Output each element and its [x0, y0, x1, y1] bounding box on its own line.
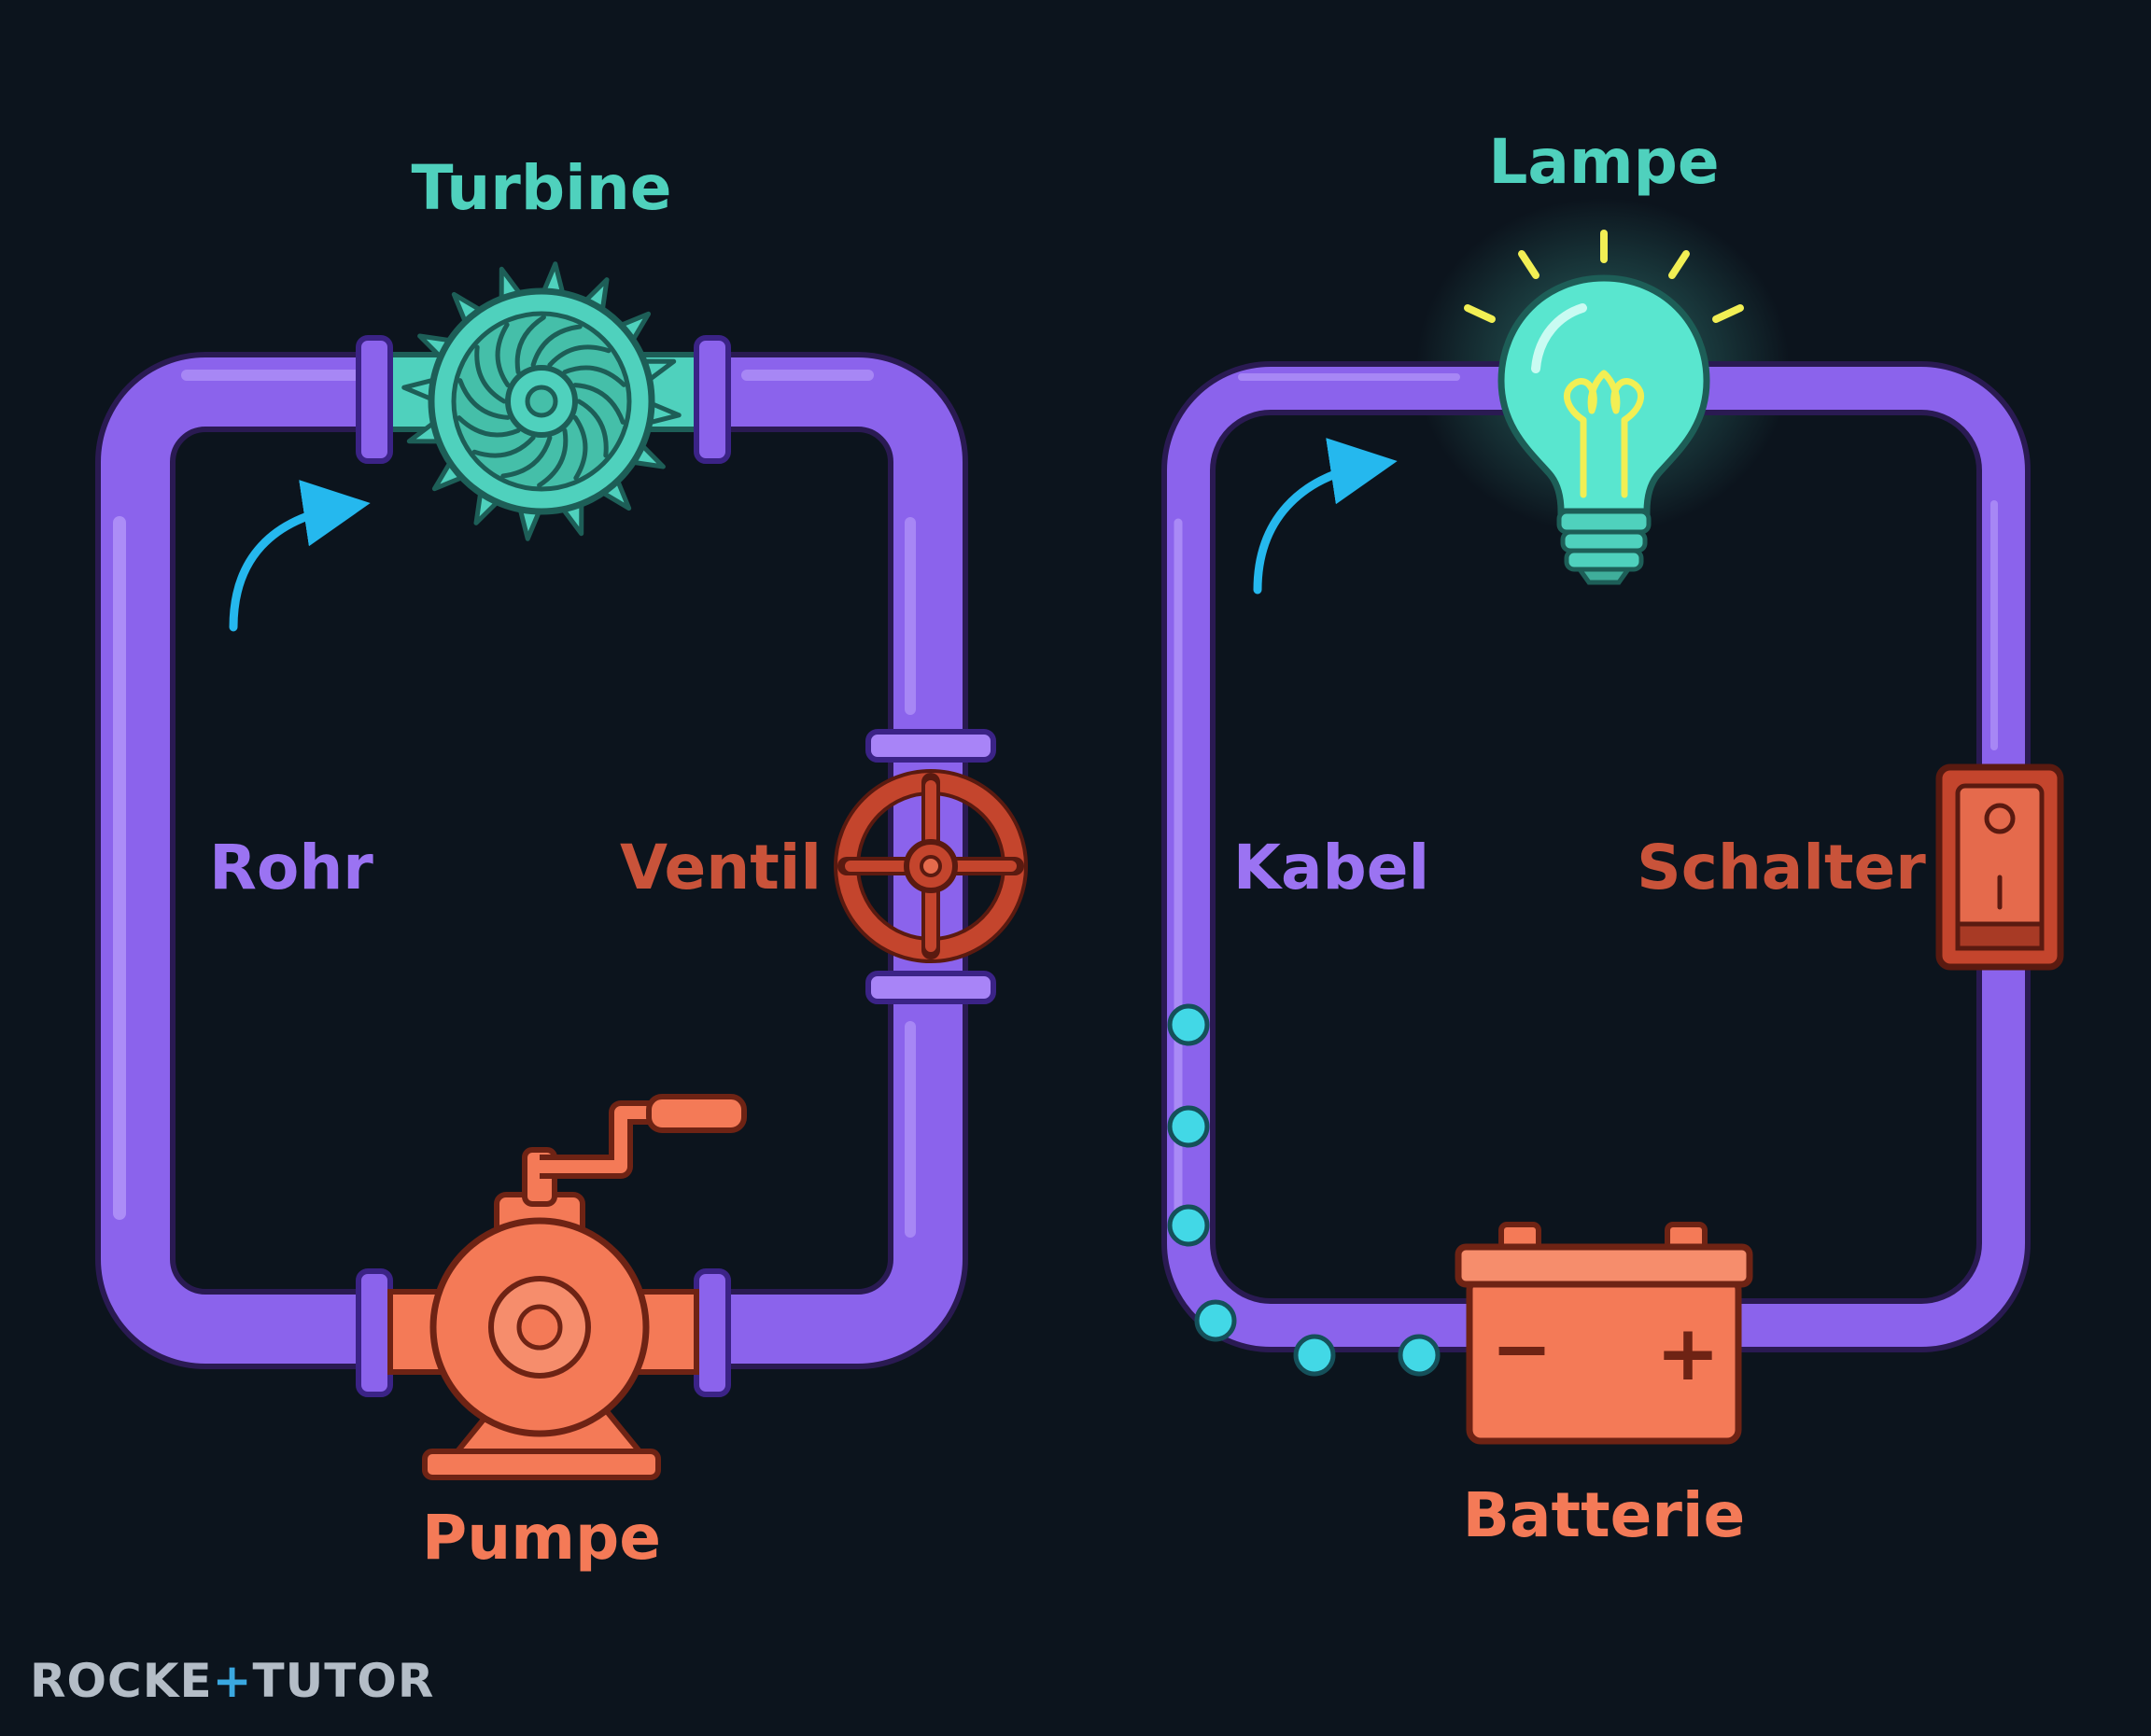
logo-left: ROCKE	[30, 1654, 213, 1708]
valve-wheel-icon	[834, 729, 1028, 1004]
turbine-blade	[537, 427, 569, 488]
logo-plus: +	[212, 1654, 253, 1708]
turbine-blade	[572, 414, 588, 481]
electron-dot-icon	[1167, 1204, 1210, 1247]
turbine-blade	[474, 344, 507, 404]
turbine-blade	[457, 415, 521, 438]
curved-arrow-icon	[229, 480, 371, 632]
logo-right: TUTOR	[252, 1654, 435, 1708]
turbine-blade	[495, 322, 511, 388]
turbine-blade	[471, 435, 536, 458]
turbine-blade	[500, 435, 553, 479]
turbine-label: Turbine	[411, 152, 672, 224]
turbine-blade	[562, 365, 626, 387]
turbine-blade	[572, 383, 626, 425]
electron-dot-icon	[1167, 1003, 1210, 1046]
turbine-blade	[457, 378, 511, 420]
electric-circuit: − +	[1161, 198, 2064, 1445]
turbine-icon	[356, 261, 731, 541]
pump-label: Pumpe	[421, 1502, 662, 1574]
battery-label: Batterie	[1462, 1479, 1746, 1551]
turbine-blade	[547, 344, 612, 368]
pump-icon	[356, 1094, 747, 1480]
curved-arrow-icon	[1253, 438, 1398, 595]
electron-dot-icon	[1167, 1105, 1210, 1148]
light-bulb-icon	[1464, 230, 1744, 585]
turbine-blade	[530, 324, 583, 368]
water-circuit	[95, 261, 1028, 1480]
rocker-switch-icon	[1935, 763, 2064, 971]
pipe-label: Rohr	[209, 832, 373, 903]
electrons	[1167, 1003, 1441, 1377]
battery-plus: +	[1656, 1309, 1721, 1398]
brand-logo: ROCKE+TUTOR	[30, 1658, 434, 1704]
lamp-label: Lampe	[1488, 126, 1720, 198]
electron-dot-icon	[1194, 1299, 1237, 1342]
battery-icon: − +	[1455, 1222, 1753, 1445]
electron-dot-icon	[1293, 1334, 1336, 1377]
turbine-blade	[576, 399, 609, 458]
turbine-blade	[514, 315, 546, 375]
valve-label: Ventil	[619, 832, 822, 903]
cable-label: Kabel	[1232, 832, 1430, 903]
electron-dot-icon	[1398, 1334, 1441, 1377]
battery-minus: −	[1491, 1308, 1552, 1392]
switch-label: Schalter	[1637, 832, 1926, 903]
